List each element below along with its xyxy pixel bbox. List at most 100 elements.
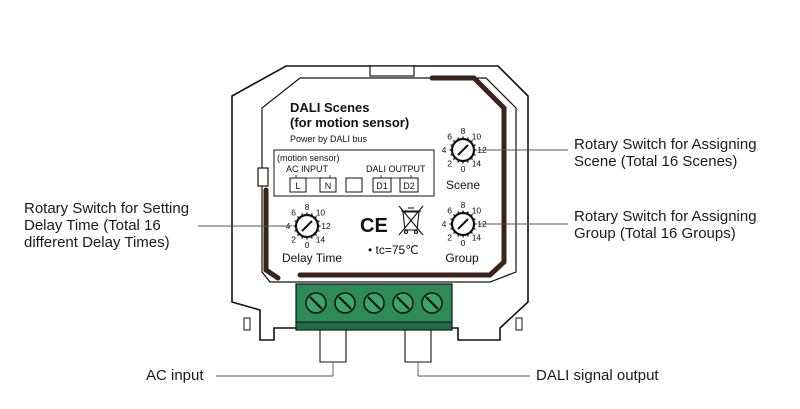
dial-tick (457, 233, 460, 237)
screw-slot (338, 296, 352, 310)
dial-tick (301, 213, 304, 217)
dial-number: 14 (472, 232, 482, 242)
screw-slot (396, 296, 410, 310)
scene-callout-line2: Scene (Total 16 Scenes) (574, 153, 738, 170)
dial-slot (457, 218, 469, 230)
power-text: Power by DALI bus (290, 134, 368, 144)
dial-tick (316, 229, 320, 232)
leader-lines (198, 149, 568, 377)
wiring-box (273, 149, 435, 197)
side-rail-left (263, 187, 281, 281)
dial-tick (470, 231, 474, 235)
dial-tick (452, 157, 456, 161)
dial-tick (452, 213, 456, 217)
terminal-d1-label: D1 (376, 181, 388, 191)
dial-number: 6 (447, 206, 452, 216)
dial-tick (450, 144, 454, 147)
dial-tick (472, 153, 476, 156)
device-title: DALI Scenes (290, 100, 369, 115)
dial-tick (296, 233, 300, 237)
device-subtitle: (for motion sensor) (290, 115, 409, 130)
dali-output-label: DALI OUTPUT (366, 164, 426, 174)
terminal-screws (305, 292, 443, 314)
group-callout-line1: Rotary Switch for Assigning (574, 208, 757, 225)
dial-tick (294, 229, 298, 232)
dial-number: 4 (442, 219, 447, 229)
dial-tick (314, 233, 318, 237)
side-rail-right (297, 75, 507, 278)
dial-number: 8 (305, 202, 310, 212)
ce-mark: CE (360, 215, 388, 237)
delay-callout: Rotary Switch for Setting Delay Time (To… (24, 200, 189, 251)
dial-tick (457, 137, 460, 141)
dial-number: 6 (447, 132, 452, 142)
dali-output-callout: DALI signal output (536, 367, 659, 384)
dial-slot (457, 144, 469, 156)
dial-number: 8 (461, 126, 466, 136)
screw-slot (309, 296, 323, 310)
side-pin (243, 317, 251, 331)
dial-tick (314, 215, 318, 219)
dial-tick (296, 215, 300, 219)
side-tab (257, 167, 269, 187)
dial-tick (450, 218, 454, 221)
scene-callout: Rotary Switch for Assigning Scene (Total… (574, 136, 757, 170)
dial-tick (310, 213, 313, 217)
ac-input-callout: AC input (146, 367, 204, 384)
dial-number: 0 (461, 164, 466, 174)
terminal-blank-box (345, 177, 363, 193)
side-pin (515, 317, 523, 331)
delay-callout-line3: different Delay Times) (24, 234, 170, 251)
dial-tick (470, 139, 474, 143)
terminal-d2-label: D2 (403, 181, 415, 191)
dial-number: 12 (321, 221, 331, 231)
delay-callout-line1: Rotary Switch for Setting (24, 200, 190, 217)
dial-number: 2 (447, 158, 452, 168)
dial-tick (301, 235, 304, 239)
dial-tick (450, 153, 454, 156)
dial-tick (472, 227, 476, 230)
scene-callout-line1: Rotary Switch for Assigning (574, 136, 757, 153)
top-clip (369, 65, 415, 77)
dial-tick (294, 220, 298, 223)
dial-tick (457, 159, 460, 163)
dial-number: 4 (442, 145, 447, 155)
dial-tick (470, 213, 474, 217)
dial-tick (316, 220, 320, 223)
dial-number: 14 (472, 158, 482, 168)
dial-number: 0 (305, 240, 310, 250)
dial-tick (310, 235, 313, 239)
dial-number: 2 (291, 234, 296, 244)
terminal-l-box (289, 177, 307, 193)
inner-panel (261, 77, 517, 283)
terminal-block-base (295, 321, 453, 331)
dial-number: 0 (461, 238, 466, 248)
dial-tick (452, 231, 456, 235)
dali-output-bracket (380, 175, 412, 179)
dial-tick (466, 159, 469, 163)
ac-input-bracket (295, 175, 331, 179)
group-callout: Rotary Switch for Assigning Group (Total… (574, 208, 757, 242)
dial-tick (466, 137, 469, 141)
group-callout-line2: Group (Total 16 Groups) (574, 225, 736, 242)
wire-pins (319, 330, 432, 363)
dial-tick (466, 211, 469, 215)
dial-tick (450, 227, 454, 230)
terminal-n-box (319, 177, 337, 193)
screw-slot (367, 296, 381, 310)
dial-tick (457, 211, 460, 215)
dial-number: 10 (472, 132, 482, 142)
dial-tick (472, 144, 476, 147)
dial-number: 10 (472, 206, 482, 216)
dial-tick (470, 157, 474, 161)
housing-outline (231, 65, 529, 341)
group-dial-label: Group (445, 251, 479, 265)
delay-dial-label: Delay Time (282, 251, 342, 265)
dial-slot (301, 220, 313, 232)
dial-number: 8 (461, 200, 466, 210)
dial-tick (452, 139, 456, 143)
screw-slot (425, 296, 439, 310)
scene-dial-label: Scene (446, 178, 480, 192)
delay-callout-line2: Delay Time (Total 16 (24, 217, 161, 234)
